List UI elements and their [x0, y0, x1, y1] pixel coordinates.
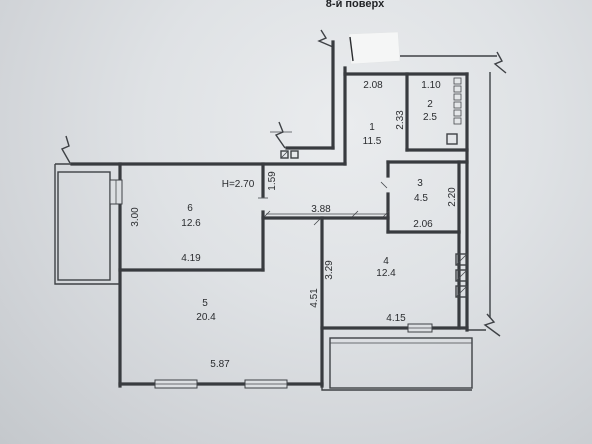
riser-box [455, 285, 468, 298]
room-4-number: 4 [383, 256, 389, 267]
riser-box-hatch [455, 285, 468, 298]
openings [109, 179, 433, 389]
labels: 2.08 1 11.5 1.10 2 2.5 2.33 H=2.70 1.59 … [130, 80, 458, 370]
room-6-depth: 3.00 [130, 207, 141, 227]
dimension-tick [313, 218, 321, 226]
corridor-depth: 1.59 [267, 171, 278, 191]
room-1-width: 2.08 [363, 80, 383, 91]
break-mark-bottom-right [483, 313, 501, 337]
outer-lines [55, 55, 497, 331]
room-5-area: 20.4 [196, 312, 216, 323]
room-6-width: 4.19 [181, 253, 201, 264]
break-mark-top-right [493, 51, 507, 74]
room-3-number: 3 [417, 178, 423, 189]
room-2-depth: 2.33 [395, 110, 406, 130]
dimension-tick [351, 210, 359, 218]
room-2-number: 2 [427, 99, 433, 110]
walls [70, 40, 469, 388]
balcony-bottom-outer [321, 386, 472, 391]
shaft-box [453, 93, 462, 101]
room-5-width: 5.87 [210, 359, 230, 370]
shaft-box-large [446, 133, 458, 145]
meter-box [290, 150, 299, 159]
room-4-width: 4.15 [386, 313, 406, 324]
meter-box-hatch [280, 150, 289, 159]
room-6-number: 6 [187, 203, 193, 214]
shaft-box [453, 117, 462, 125]
balconies [54, 164, 473, 391]
room-5-number: 5 [202, 298, 208, 309]
balcony-left [57, 171, 111, 281]
shaft-box [453, 77, 462, 85]
shaft-box [453, 101, 462, 109]
paper-sticker [348, 31, 401, 65]
break-mark-top [317, 29, 334, 48]
room-6-area: 12.6 [181, 218, 201, 229]
room-3-area: 4.5 [414, 193, 428, 204]
corridor-length: 3.88 [311, 204, 331, 215]
floor-title: 8-й поверх [326, 0, 385, 10]
riser-box-hatch [455, 253, 468, 266]
shafts [280, 77, 468, 298]
dimension-tick [263, 210, 271, 218]
room-3-depth: 2.20 [447, 187, 458, 207]
room-4-area: 12.4 [376, 268, 396, 279]
balcony-bottom [329, 337, 473, 389]
meter-box [280, 150, 289, 159]
dimension-lines [263, 210, 390, 226]
dimension-tick [382, 210, 390, 218]
riser-box [455, 269, 468, 282]
break-mark-top-left [61, 135, 71, 164]
riser-box-hatch [455, 269, 468, 282]
room-4-depth: 3.29 [324, 260, 335, 280]
room-1-area: 11.5 [363, 136, 382, 147]
room-5-depth: 4.51 [309, 288, 320, 308]
room-3-width: 2.06 [413, 219, 433, 230]
room-2-width: 1.10 [421, 80, 441, 91]
ceiling-height: H=2.70 [222, 179, 255, 190]
break-mark-stair [274, 121, 286, 149]
door-room3-tick [380, 181, 388, 189]
break-marks [61, 29, 507, 337]
shaft-box [453, 85, 462, 93]
shaft-box [453, 109, 462, 117]
room-1-number: 1 [369, 122, 375, 133]
riser-box [455, 253, 468, 266]
balcony-left-outer [54, 164, 120, 285]
room-2-area: 2.5 [423, 112, 437, 123]
